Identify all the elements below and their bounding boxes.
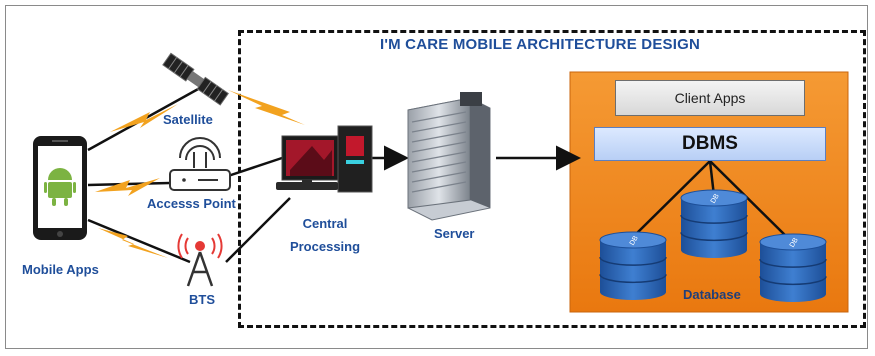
access-point-label: Accesss Point [147,196,236,211]
central-processing-label: Central Processing [285,216,365,254]
database-label: Database [683,287,741,302]
satellite-icon [162,52,229,106]
cell-tower-icon [177,233,223,287]
architecture-boundary [238,30,866,328]
diagram-title: I'M CARE MOBILE ARCHITECTURE DESIGN [379,36,700,53]
link-phone-accesspoint [87,181,171,187]
satellite-label: Satellite [163,112,213,127]
link-bts-central [225,197,291,263]
mobile-apps-label: Mobile Apps [22,262,99,277]
diagram-frame [5,5,868,349]
server-label: Server [434,226,475,241]
server-rack-icon [407,92,491,221]
link-accesspoint-central [221,156,283,180]
central-processing-line2: Processing [289,239,361,254]
lightning-bts-icon [98,228,168,258]
db-tag: DB [789,237,800,249]
database-icon: DB [599,231,667,300]
client-apps-box: Client Apps [615,80,805,116]
wifi-router-icon [169,137,231,191]
db-tag: DB [629,235,640,247]
db-tag: DB [710,193,721,205]
bts-label: BTS [189,292,215,307]
dbms-box: DBMS [594,127,826,161]
link-phone-bts [87,218,191,264]
database-icon: DB [680,189,748,258]
central-processing-line1: Central [302,216,348,231]
database-icon: DB [759,233,827,302]
lightning-satellite-icon [110,90,305,132]
workstation-icon [276,125,373,193]
android-phone-icon [33,136,87,240]
lightning-accesspoint-icon [95,178,160,196]
